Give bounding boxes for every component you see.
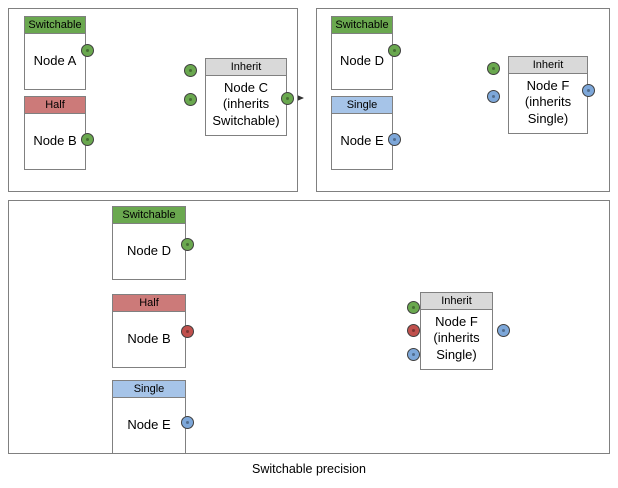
node-f-input-port-2[interactable]: [487, 90, 500, 103]
node-b2-output-port[interactable]: [181, 325, 194, 338]
node-f-label: Node F (inherits Single): [509, 74, 587, 133]
node-f-output-port[interactable]: [582, 84, 595, 97]
node-e-output-port[interactable]: [388, 133, 401, 146]
node-b-label: Node B: [33, 133, 77, 149]
node-d2-header: Switchable: [113, 207, 185, 224]
node-c-input-port-1[interactable]: [184, 64, 197, 77]
node-b2-header: Half: [113, 295, 185, 312]
node-f2-label: Node F (inherits Single): [421, 310, 492, 369]
node-d2-label: Node D: [126, 243, 172, 259]
node-b2-label: Node B: [127, 331, 171, 347]
node-f2-label-line3: Single): [436, 346, 477, 362]
node-f-header: Inherit: [509, 57, 587, 74]
node-a-output-port[interactable]: [81, 44, 94, 57]
node-b2[interactable]: Half Node B: [112, 294, 186, 368]
node-c-label-line3: Switchable): [212, 112, 280, 128]
node-c[interactable]: Inherit Node C (inherits Switchable): [205, 58, 287, 136]
node-f2-header: Inherit: [421, 293, 492, 310]
node-d2-output-port[interactable]: [181, 238, 194, 251]
node-d-header: Switchable: [332, 17, 392, 34]
node-a-label: Node A: [33, 53, 77, 69]
node-b-header: Half: [25, 97, 85, 114]
node-c-label-line2: (inherits: [222, 96, 270, 112]
node-f-input-port-1[interactable]: [487, 62, 500, 75]
node-f-label-line2: (inherits: [524, 94, 572, 110]
node-d-output-port[interactable]: [388, 44, 401, 57]
node-f2-input-port-2[interactable]: [407, 324, 420, 337]
node-f-label-line3: Single): [527, 110, 569, 126]
node-f2-input-port-3[interactable]: [407, 348, 420, 361]
node-c-label-line1: Node C: [223, 80, 269, 95]
node-c-label: Node C (inherits Switchable): [206, 76, 286, 135]
node-c-output-port[interactable]: [281, 92, 294, 105]
node-e[interactable]: Single Node E: [331, 96, 393, 170]
node-a[interactable]: Switchable Node A: [24, 16, 86, 90]
node-f-label-line1: Node F: [526, 78, 570, 93]
node-d-label: Node D: [339, 53, 385, 69]
node-f2-label-line2: (inherits: [433, 330, 480, 346]
node-e2-header: Single: [113, 381, 185, 398]
node-e-label: Node E: [340, 133, 384, 149]
node-d2[interactable]: Switchable Node D: [112, 206, 186, 280]
node-e-header: Single: [332, 97, 392, 114]
diagram-caption: Switchable precision: [252, 462, 366, 476]
node-e2[interactable]: Single Node E: [112, 380, 186, 454]
node-c-header: Inherit: [206, 59, 286, 76]
panel-bottom: [8, 200, 610, 454]
node-b[interactable]: Half Node B: [24, 96, 86, 170]
node-f2-input-port-1[interactable]: [407, 301, 420, 314]
node-f2-label-line1: Node F: [435, 314, 478, 329]
node-a-header: Switchable: [25, 17, 85, 34]
node-d[interactable]: Switchable Node D: [331, 16, 393, 90]
node-f2-output-port[interactable]: [497, 324, 510, 337]
node-f[interactable]: Inherit Node F (inherits Single): [508, 56, 588, 134]
node-f2[interactable]: Inherit Node F (inherits Single): [420, 292, 493, 370]
node-e2-output-port[interactable]: [181, 416, 194, 429]
node-e2-label: Node E: [127, 417, 171, 433]
node-b-output-port[interactable]: [81, 133, 94, 146]
node-c-input-port-2[interactable]: [184, 93, 197, 106]
